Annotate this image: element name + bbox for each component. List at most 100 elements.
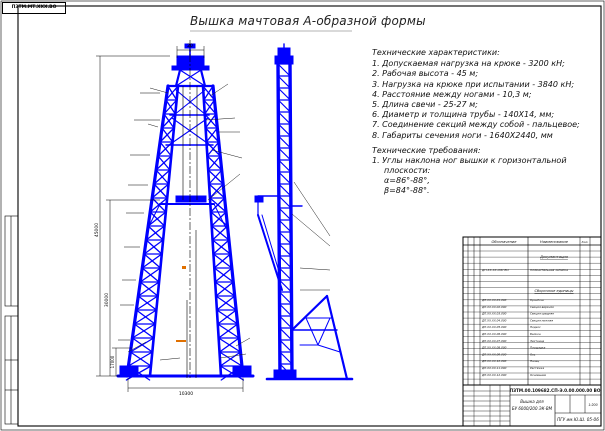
lattice-brace [204,127,220,143]
sheet-mark: ПГУ им.Ю.Ш. 05-06 [557,417,599,422]
lattice-brace [129,337,155,353]
lattice-brace [218,351,243,367]
title-block [462,236,602,427]
unit-row-code: ДП.ХХ.ХХ.08.000 [481,346,507,350]
side-brace [279,351,293,365]
spec-item: 5. Длина свечи - 25-27 м; [372,100,478,110]
lattice-brace [133,309,158,325]
unit-row-name: Лестница [529,339,545,343]
side-brace [277,99,291,113]
side-brace [278,279,293,293]
lattice-brace [143,239,164,255]
side-brace [278,267,292,281]
side-brace [278,195,292,209]
side-brace [278,255,292,269]
requirement-line: 1. Углы наклона ног вышки к горизонтальн… [372,156,567,165]
spec-item: 4. Расстояние между ногами - 10,3 м; [372,89,532,99]
corner-stamp: ПЗТМ.МТ.ХХХ.ВО [2,2,66,14]
mast-side-view [254,43,354,381]
binding-margin [4,215,19,425]
lattice-brace [219,365,245,381]
dim-total-height: 45000 [94,223,100,237]
unit-row-name: Балкон [530,332,541,336]
side-brace [279,339,293,353]
lattice-brace [207,169,224,185]
side-brace [277,111,291,125]
side-brace [278,291,293,305]
leader-lines [127,83,331,361]
hook-accents [176,266,186,342]
lattice-brace [131,323,156,339]
lattice-brace [153,169,171,185]
section-units: Сборочные единицы [534,289,573,293]
dimension-lines [96,46,244,392]
center-lines [182,40,198,378]
specs-heading: Технические характеристики: [372,48,500,57]
side-brace [278,231,292,245]
side-brace [277,147,292,161]
title-name-1: Вышка для [520,399,544,404]
lattice-brace [145,225,166,241]
spec-item: 3. Нагрузка на крюке при испытании - 384… [372,79,575,89]
unit-row-code: ДП.ХХ.ХХ.01.000 [481,298,507,302]
unit-row-code: ДП.ХХ.ХХ.11.000 [481,366,507,370]
side-brace [278,243,292,257]
unit-row-name: Секция нижняя [530,318,553,322]
requirement-angle-beta: β=84°-88°. [384,186,430,195]
title-block-rows [463,250,601,380]
lattice-brace [149,197,168,213]
lattice-brace [208,183,226,199]
drawing-title: Вышка мачтовая А-образной формы [190,14,426,28]
technical-requirements: Технические требования: 1. Углы наклона … [372,146,600,196]
unit-row-code: ДП.ХХ.ХХ.02.000 [481,305,507,309]
lattice-brace [141,253,163,269]
dim-base-width: 10300 [179,391,193,397]
lattice-brace [147,211,167,227]
lattice-brace [151,183,170,199]
lattice-brace [155,155,172,171]
title-name-2: БУ 6000/200 ЭК-ВМ [512,406,553,411]
unit-row-code: ДП.ХХ.ХХ.10.000 [481,359,507,363]
spec-item: 2. Рабочая высота - 45 м; [372,69,479,79]
requirements-heading: Технические требования: [372,146,481,155]
unit-row-code: ДП.ХХ.ХХ.03.000 [481,312,507,316]
side-brace [278,171,292,185]
unit-row-name: Секция верхняя [530,305,554,309]
unit-row-name: Секция средняя [530,312,554,316]
requirement-line: плоскости: [384,166,431,175]
unit-row-code: ДП.ХХ.ХХ.04.000 [481,318,507,322]
side-brace [278,207,292,221]
unit-row-code: ДП.ХХ.ХХ.12.000 [481,373,507,377]
lattice-brace [139,267,162,283]
side-brace [278,303,293,317]
lattice-brace [206,155,223,171]
unit-row-name: Подкос [530,325,541,329]
lattice-brace [159,127,175,143]
unit-row-code: ДП.ХХ.ХХ.07.000 [481,339,507,343]
unit-row-name: Палец [530,359,539,363]
lattice-brace [163,99,178,115]
unit-row-name: Площадка [530,346,546,350]
side-brace [278,219,292,233]
col-name: Наименование [540,240,569,244]
lattice-brace [213,267,234,283]
lattice-brace [209,197,227,213]
lattice-brace [202,85,216,101]
lattice-brace [214,281,236,297]
requirement-angle-alpha: α=86°-88°, [384,176,430,185]
spec-item: 6. Диаметр и толщина трубы - 140Х14, мм; [372,110,555,120]
col-qty: Кол. [582,240,589,244]
unit-row-code: ДП.ХХ.ХХ.05.000 [481,325,507,329]
doc-row-code: ДП.ХХ.ХХ.000 ВО [481,268,509,272]
lattice-brace [165,85,179,101]
unit-row-name: Кронблок [530,298,545,302]
lattice-brace [217,337,242,353]
dim-mid-height: 30000 [104,293,110,307]
technical-specs: Технические характеристики: 1. Допускаем… [372,48,600,141]
lattice-brace [216,309,239,325]
lattice-brace [135,295,159,311]
lattice-brace [211,239,232,255]
unit-row-name: Основание [530,373,546,377]
unit-row-code: ДП.ХХ.ХХ.06.000 [481,332,507,336]
